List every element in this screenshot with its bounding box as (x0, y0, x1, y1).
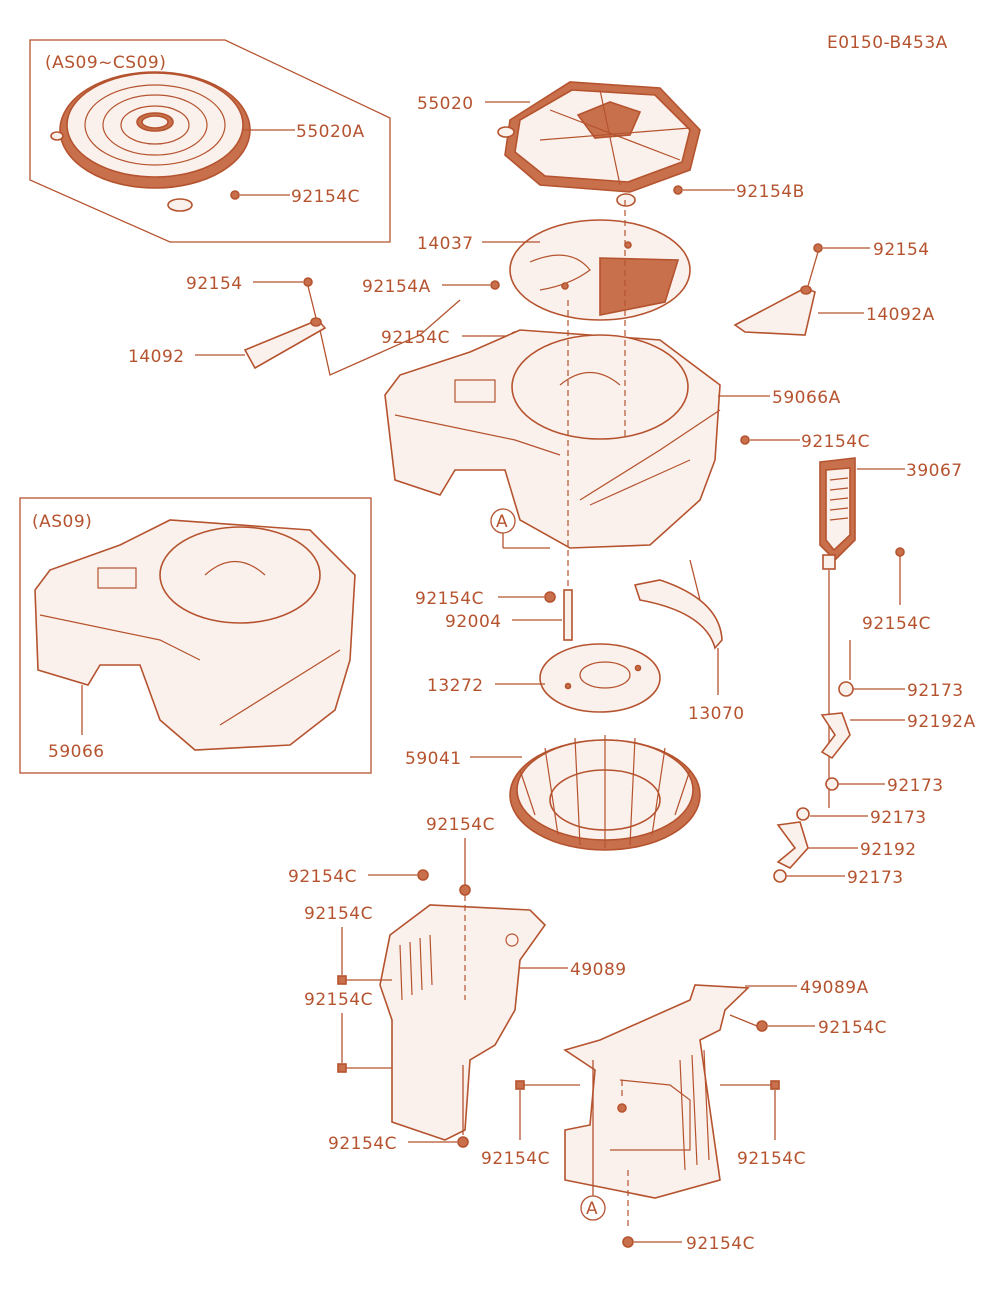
label-14092A: 14092A (866, 305, 935, 325)
inset-fan-housing: (AS09) (19, 497, 372, 774)
label-59041: 59041 (405, 749, 462, 769)
label-92004: 92004 (445, 612, 502, 632)
label-92154C-b: 92154C (381, 328, 450, 348)
label-92154C-e: 92154C (415, 589, 484, 609)
hose-assembly (773, 570, 854, 883)
fan-housing-part-59066A (384, 329, 721, 549)
inset-fan-screen: (AS09~CS09) (29, 39, 391, 243)
label-92154C-g: 92154C (288, 867, 357, 887)
inset-side-label: (AS09) (32, 512, 92, 532)
label-59066: 59066 (48, 742, 105, 762)
label-13272: 13272 (427, 676, 484, 696)
baffle-part-13070 (633, 579, 723, 650)
label-55020: 55020 (417, 94, 474, 114)
label-59066A: 59066A (772, 388, 841, 408)
label-92154-b: 92154 (873, 240, 930, 260)
label-92154A: 92154A (362, 277, 431, 297)
label-92173-d: 92173 (847, 868, 904, 888)
label-92154C-k: 92154C (818, 1018, 887, 1038)
label-13070: 13070 (688, 704, 745, 724)
fan-housing-part-59066 (34, 519, 356, 751)
label-92154C-a: 92154C (291, 187, 360, 207)
label-92173-b: 92173 (887, 776, 944, 796)
screen-plate-part-14037 (509, 219, 691, 321)
label-49089A: 49089A (800, 978, 869, 998)
label-55020A: 55020A (296, 122, 365, 142)
label-49089: 49089 (570, 960, 627, 980)
fan-screen-part-55020 (497, 81, 701, 207)
label-39067: 39067 (906, 461, 963, 481)
guide-part-14092A (733, 285, 816, 336)
inset-top-label: (AS09~CS09) (45, 53, 166, 73)
label-92192: 92192 (860, 840, 917, 860)
shroud-part-49089A (563, 984, 750, 1230)
shroud-part-49089 (379, 895, 547, 1141)
label-92154C-n: 92154C (686, 1234, 755, 1254)
label-92192A: 92192A (907, 712, 976, 732)
label-92154-a: 92154 (186, 274, 243, 294)
callout-a-lower: A (586, 1199, 598, 1219)
label-92154C-c: 92154C (801, 432, 870, 452)
label-92154C-i: 92154C (304, 990, 373, 1010)
label-92173-c: 92173 (870, 808, 927, 828)
label-92173-a: 92173 (907, 681, 964, 701)
plate-part-13272 (539, 643, 661, 713)
fan-screen-part-55020A (50, 71, 251, 212)
cooling-fan-part-59041 (509, 735, 701, 851)
label-14037: 14037 (417, 234, 474, 254)
label-92154B: 92154B (736, 182, 805, 202)
label-92154C-m: 92154C (737, 1149, 806, 1169)
label-92154C-l: 92154C (481, 1149, 550, 1169)
stud-part-92004 (563, 589, 573, 641)
guide-part-14092 (243, 317, 327, 370)
label-92154C-h: 92154C (304, 904, 373, 924)
label-14092: 14092 (128, 347, 185, 367)
label-92154C-f: 92154C (426, 815, 495, 835)
label-92154C-j: 92154C (328, 1134, 397, 1154)
oil-cooler-part-39067 (819, 457, 856, 570)
callout-a-upper: A (496, 512, 508, 532)
label-92154C-d: 92154C (862, 614, 931, 634)
diagram-code: E0150-B453A (827, 33, 948, 53)
